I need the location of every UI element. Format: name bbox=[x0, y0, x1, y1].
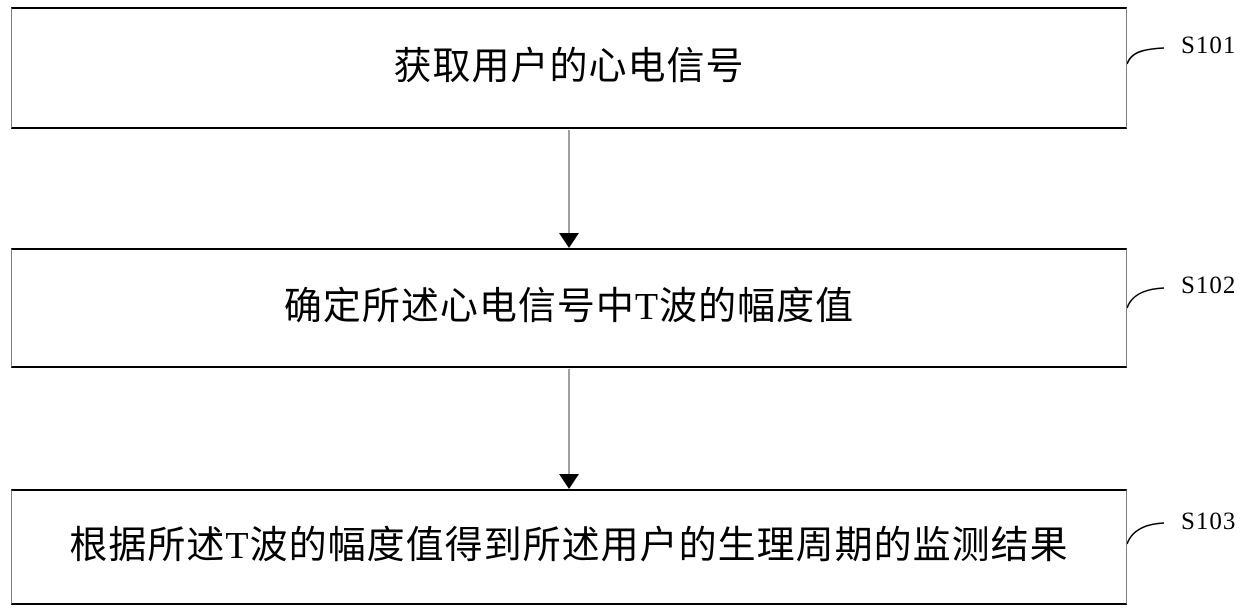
arrow-head-icon bbox=[559, 233, 579, 248]
step-id-s101: S101 bbox=[1181, 32, 1237, 59]
step-box-s103: 根据所述T波的幅度值得到所述用户的生理周期的监测结果 bbox=[11, 489, 1127, 605]
step-id-s102: S102 bbox=[1181, 272, 1237, 299]
leader-line-s101 bbox=[1126, 47, 1165, 65]
leader-line-s103 bbox=[1126, 522, 1165, 545]
arrow-head-icon bbox=[559, 474, 579, 489]
leader-line-s102 bbox=[1126, 287, 1165, 309]
step-box-s102: 确定所述心电信号中T波的幅度值 bbox=[11, 248, 1127, 368]
step-text-s101: 获取用户的心电信号 bbox=[393, 46, 745, 89]
step-text-s102: 确定所述心电信号中T波的幅度值 bbox=[283, 286, 855, 329]
step-box-s101: 获取用户的心电信号 bbox=[11, 7, 1127, 129]
step-text-s103: 根据所述T波的幅度值得到所述用户的生理周期的监测结果 bbox=[69, 525, 1069, 568]
step-id-s103: S103 bbox=[1181, 508, 1237, 535]
